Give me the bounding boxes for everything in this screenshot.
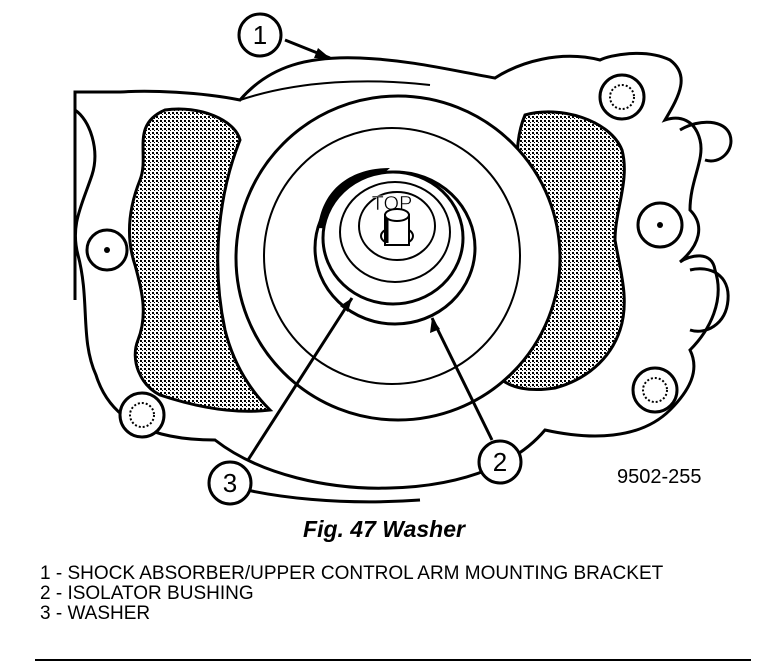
bracket-top-flange [239,80,431,101]
stud-right [636,201,684,249]
washer-diagram: TOP 1 2 3 [73,12,733,506]
legend-item: 1 - SHOCK ABSORBER/UPPER CONTROL ARM MOU… [40,563,664,584]
leader-line-2 [430,317,494,441]
washer-inner-ring [339,181,451,283]
bolt-hole-bottom-left [118,391,166,439]
shock-stud [380,208,414,246]
bottom-divider [35,659,751,661]
callout-3: 3 [207,460,253,506]
leader-arrow-3 [340,298,352,312]
figure-reference-number: 9502-255 [617,466,702,488]
stud-left [85,228,129,272]
svg-text:2: 2 [493,447,507,477]
callout-1: 1 [237,12,283,58]
figure-caption: Fig. 47 Washer [303,516,465,542]
legend-list: 1 - SHOCK ABSORBER/UPPER CONTROL ARM MOU… [40,564,740,624]
bracket-inner-circle [263,127,521,385]
legend-item: 2 - ISOLATOR BUSHING [40,583,254,604]
svg-text:1: 1 [253,20,267,50]
leader-arrow-1 [314,48,330,58]
washer-recess [358,191,436,261]
legend-item: 3 - WASHER [40,603,151,624]
side-bosses [679,120,733,333]
svg-text:3: 3 [223,468,237,498]
bolt-hole-bottom-right [631,366,679,414]
left-pad [128,107,274,413]
callout-2: 2 [477,439,523,485]
leader-line-3 [246,297,354,461]
bolt-hole-top-right [598,73,646,121]
leader-arrow-2 [430,318,440,333]
